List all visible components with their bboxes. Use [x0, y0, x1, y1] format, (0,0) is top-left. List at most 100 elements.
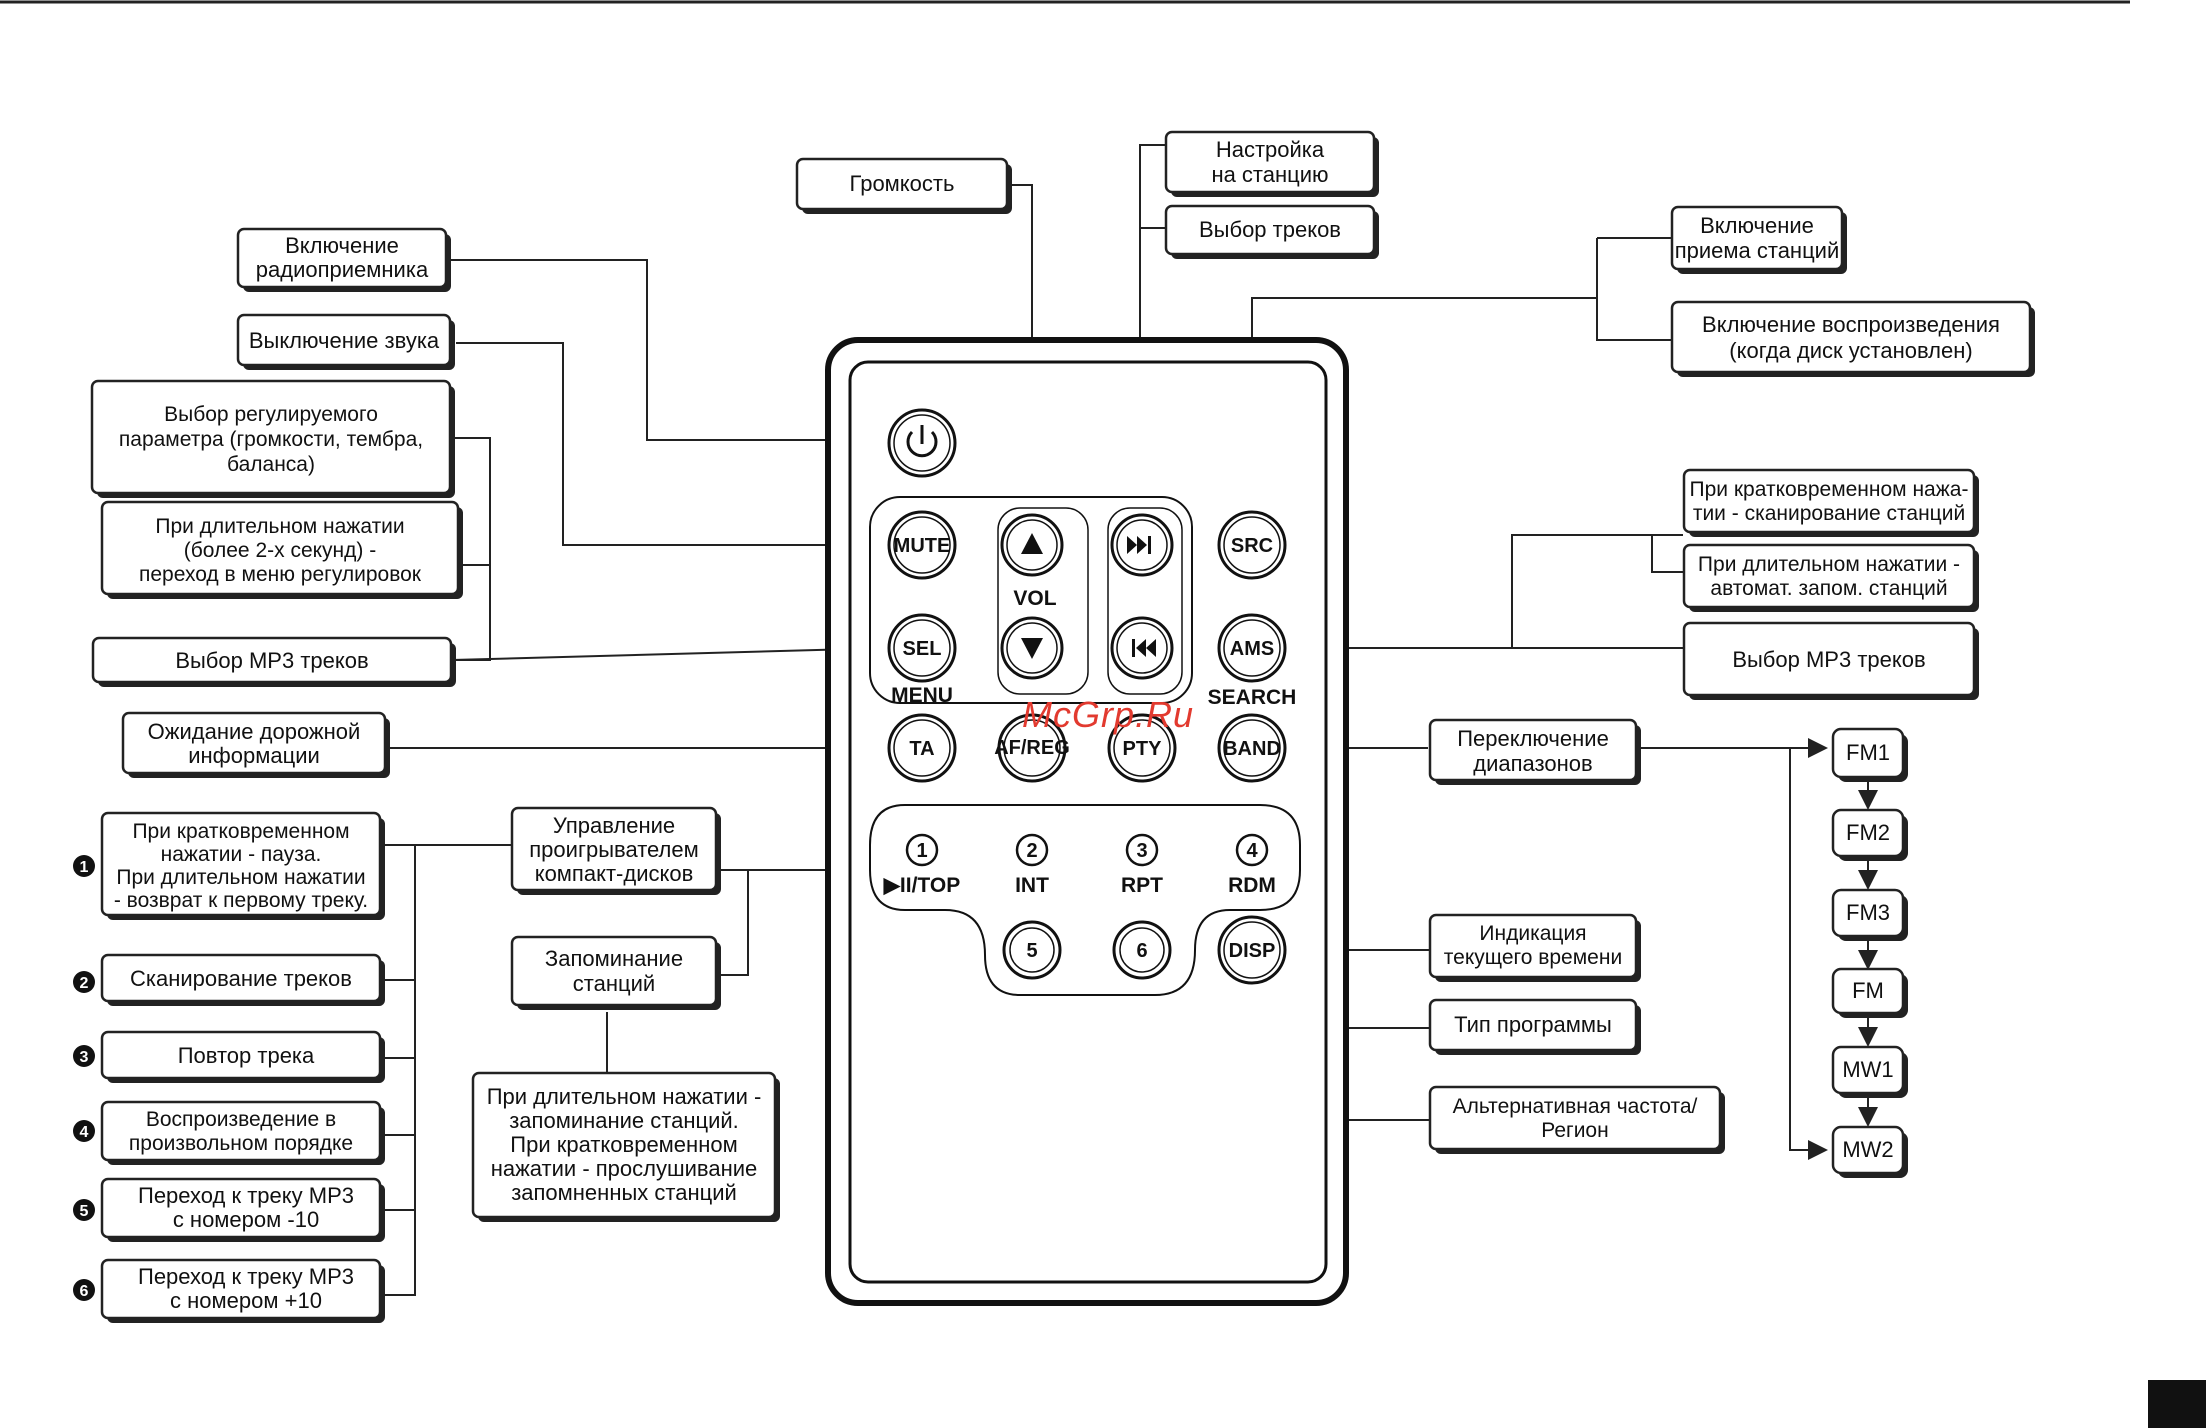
bullet-6: 6 — [73, 1279, 95, 1301]
ta-label: TA — [909, 738, 934, 760]
label-box-ams-short-press: При кратковременном нажа- тии - сканиров… — [1682, 468, 1979, 537]
disp-label: DISP — [1229, 940, 1276, 962]
sel-button[interactable]: SEL — [887, 613, 957, 683]
bullet-2: 2 — [73, 971, 95, 993]
volume-up-button[interactable] — [1000, 513, 1064, 577]
svg-text:При длительном нажатии: При длительном нажатии — [155, 515, 404, 538]
bullet-1: 1 — [73, 855, 95, 877]
svg-text:MW2: MW2 — [1842, 1137, 1893, 1162]
search-label: SEARCH — [1208, 686, 1297, 709]
svg-text:4: 4 — [80, 1124, 89, 1141]
label-box-mute-sound: Выключение звука — [236, 313, 455, 370]
svg-text:Переход к треку MP3: Переход к треку MP3 — [138, 1183, 354, 1208]
label-box-item-5: Переход к треку MP3 с номером -10 — [100, 1177, 385, 1242]
svg-text:Настройка: Настройка — [1216, 137, 1325, 162]
svg-text:информации: информации — [188, 743, 320, 768]
label-box-mp3-select-left: Выбор MP3 треков — [91, 636, 456, 687]
svg-text:Выбор регулируемого: Выбор регулируемого — [164, 403, 378, 426]
power-button[interactable] — [887, 408, 957, 478]
af-reg-button[interactable]: AF/REG — [994, 713, 1070, 783]
previous-track-button[interactable] — [1110, 616, 1174, 680]
svg-text:(когда диск установлен): (когда диск установлен) — [1729, 338, 1972, 363]
label-box-station-memory: Запоминание станций — [510, 935, 721, 1010]
label-box-alt-frequency: Альтернативная частота/ Регион — [1428, 1085, 1725, 1154]
ta-button[interactable]: TA — [887, 713, 957, 783]
svg-text:FM1: FM1 — [1846, 740, 1890, 765]
number-button-4[interactable]: 4 — [1235, 833, 1269, 867]
band-fm: FM — [1831, 967, 1908, 1018]
svg-text:Регион: Регион — [1541, 1119, 1608, 1142]
volume-down-button[interactable] — [1000, 616, 1064, 680]
svg-text:Индикация: Индикация — [1479, 922, 1586, 945]
number-button-5[interactable]: 5 — [1002, 920, 1062, 980]
number-button-3[interactable]: 3 — [1125, 833, 1159, 867]
svg-text:Выбор MP3 треков: Выбор MP3 треков — [175, 648, 368, 673]
label-box-item-3: Повтор трека — [100, 1030, 385, 1083]
svg-text:Запоминание: Запоминание — [545, 946, 683, 971]
svg-text:Ожидание дорожной: Ожидание дорожной — [148, 719, 361, 744]
label-box-item-1: При кратковременном нажатии - пауза. При… — [100, 811, 385, 920]
svg-text:радиоприемника: радиоприемника — [256, 257, 429, 282]
mute-button[interactable]: MUTE — [887, 510, 957, 580]
af-reg-label: AF/REG — [994, 737, 1070, 759]
band-fm1: FM1 — [1831, 727, 1908, 782]
svg-text:запоминание станций.: запоминание станций. — [509, 1108, 739, 1133]
number-button-6[interactable]: 6 — [1112, 920, 1172, 980]
svg-text:3: 3 — [80, 1049, 89, 1066]
band-fm3: FM3 — [1831, 888, 1908, 941]
svg-text:Сканирование треков: Сканирование треков — [130, 966, 352, 991]
triangle-up-icon — [1021, 533, 1043, 554]
pty-button[interactable]: PTY — [1107, 713, 1177, 783]
ams-label: AMS — [1230, 638, 1274, 660]
page-corner-mark — [2148, 1380, 2206, 1428]
band-label: BAND — [1223, 738, 1281, 760]
band-button[interactable]: BAND — [1217, 713, 1287, 783]
label-box-parameter-select: Выбор регулируемого параметра (громкости… — [90, 379, 455, 498]
disp-button[interactable]: DISP — [1217, 915, 1287, 985]
label-box-band-switch: Переключение диапазонов — [1428, 718, 1641, 785]
svg-text:нажатии - пауза.: нажатии - пауза. — [161, 843, 322, 866]
play-pause-top-label: ▶II/TOP — [883, 874, 960, 897]
svg-text:При кратковременном: При кратковременном — [132, 820, 349, 843]
number-3-label: 3 — [1136, 840, 1147, 862]
svg-text:Переход к треку MP3: Переход к треку MP3 — [138, 1264, 354, 1289]
svg-text:Воспроизведение в: Воспроизведение в — [146, 1108, 336, 1131]
label-box-volume: Громкость — [795, 157, 1012, 214]
vol-label: VOL — [1013, 587, 1056, 610]
svg-text:Переключение: Переключение — [1457, 726, 1609, 751]
band-mw2: MW2 — [1831, 1125, 1908, 1178]
svg-text:FM: FM — [1852, 978, 1884, 1003]
mute-label: MUTE — [894, 535, 951, 557]
ams-button[interactable]: AMS — [1217, 613, 1287, 683]
svg-text:компакт-дисков: компакт-дисков — [535, 861, 694, 886]
skip-forward-icon — [1127, 536, 1151, 554]
src-button[interactable]: SRC — [1217, 510, 1287, 580]
label-box-item-2: Сканирование треков — [100, 953, 385, 1006]
watermark: McGrp.Ru — [1022, 694, 1194, 735]
src-label: SRC — [1231, 535, 1273, 557]
pty-label: PTY — [1123, 738, 1163, 760]
band-mw1: MW1 — [1831, 1045, 1908, 1098]
svg-text:проигрывателем: проигрывателем — [529, 837, 698, 862]
svg-text:FM2: FM2 — [1846, 820, 1890, 845]
svg-text:MW1: MW1 — [1842, 1057, 1893, 1082]
svg-text:При длительном нажатии: При длительном нажатии — [116, 866, 365, 889]
label-box-memory-description: При длительном нажатии - запоминание ста… — [471, 1071, 780, 1222]
svg-text:станций: станций — [573, 971, 655, 996]
svg-text:переход в меню регулировок: переход в меню регулировок — [139, 563, 422, 586]
svg-text:приема станций: приема станций — [1675, 238, 1840, 263]
bullet-3: 3 — [73, 1045, 95, 1067]
number-2-label: 2 — [1026, 840, 1037, 862]
label-box-long-press-menu: При длительном нажатии (более 2-х секунд… — [100, 500, 463, 599]
sel-label: SEL — [903, 638, 942, 660]
number-button-1[interactable]: 1 — [905, 833, 939, 867]
number-1-label: 1 — [916, 840, 927, 862]
svg-text:При длительном нажатии -: При длительном нажатии - — [487, 1084, 762, 1109]
rpt-label: RPT — [1121, 874, 1163, 897]
svg-text:FM3: FM3 — [1846, 900, 1890, 925]
svg-text:2: 2 — [80, 975, 89, 992]
number-button-2[interactable]: 2 — [1015, 833, 1049, 867]
next-track-button[interactable] — [1110, 513, 1174, 577]
label-box-item-4: Воспроизведение в произвольном порядке — [100, 1100, 385, 1165]
